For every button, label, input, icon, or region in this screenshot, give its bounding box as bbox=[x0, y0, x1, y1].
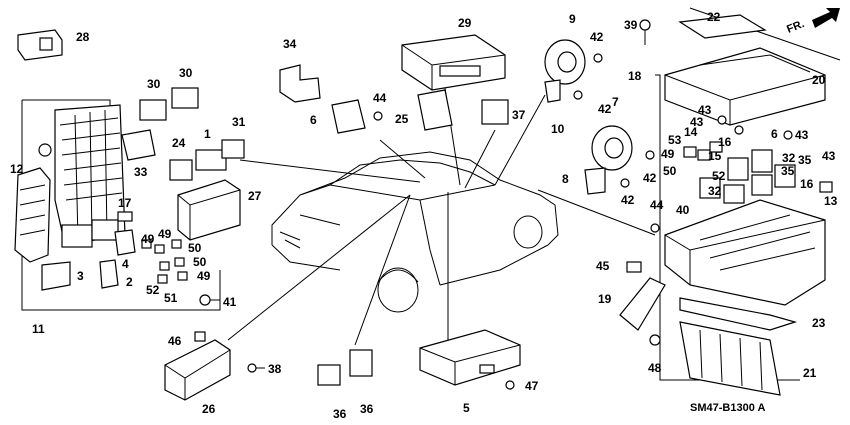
callout-31: 31 bbox=[232, 115, 246, 129]
callout-41: 41 bbox=[223, 295, 237, 309]
callout-45: 45 bbox=[596, 259, 610, 273]
callout-labels: 28 30 30 1 31 24 33 27 12 17 49 49 50 50… bbox=[10, 10, 838, 421]
callout-42d: 42 bbox=[621, 193, 635, 207]
callout-33: 33 bbox=[134, 165, 148, 179]
item-29-meter bbox=[401, 34, 506, 91]
callout-7: 7 bbox=[612, 95, 619, 109]
callout-44a: 44 bbox=[373, 91, 387, 105]
callout-22: 22 bbox=[707, 10, 721, 24]
callout-36a: 36 bbox=[333, 407, 347, 421]
callout-6a: 6 bbox=[310, 113, 317, 127]
callout-50a: 50 bbox=[188, 241, 202, 255]
item-34-bracket bbox=[279, 64, 321, 103]
callout-42b: 42 bbox=[598, 102, 612, 116]
callout-14: 14 bbox=[684, 125, 698, 139]
callout-38: 38 bbox=[268, 362, 282, 376]
callout-32a: 32 bbox=[782, 151, 796, 165]
callout-24: 24 bbox=[172, 136, 186, 150]
callout-2: 2 bbox=[126, 275, 133, 289]
callout-48: 48 bbox=[648, 361, 662, 375]
callout-19: 19 bbox=[598, 292, 612, 306]
item-37-relay bbox=[481, 99, 509, 125]
callout-4: 4 bbox=[122, 257, 129, 271]
item-6-25-units bbox=[331, 89, 453, 134]
item-5-control-unit bbox=[419, 329, 521, 390]
callout-52: 52 bbox=[146, 283, 160, 297]
item-24-1-31-relays bbox=[169, 139, 245, 181]
callout-9: 9 bbox=[569, 12, 576, 26]
item-26-cover bbox=[164, 331, 265, 401]
direction-label: FR. bbox=[785, 18, 806, 36]
callout-8: 8 bbox=[562, 172, 569, 186]
callout-49c: 49 bbox=[197, 269, 211, 283]
callout-10: 10 bbox=[551, 122, 565, 136]
callout-16b: 16 bbox=[800, 177, 814, 191]
callout-47: 47 bbox=[525, 379, 539, 393]
callout-26: 26 bbox=[202, 402, 216, 416]
item-27-control-unit bbox=[177, 179, 241, 241]
callout-49a: 49 bbox=[141, 232, 155, 246]
callout-29: 29 bbox=[458, 16, 472, 30]
diagram-code: SM47-B1300 A bbox=[690, 402, 765, 414]
callout-34: 34 bbox=[283, 37, 297, 51]
callout-30b: 30 bbox=[179, 66, 193, 80]
callout-32b: 32 bbox=[708, 184, 722, 198]
callout-53: 53 bbox=[668, 133, 682, 147]
callout-13: 13 bbox=[824, 194, 838, 208]
callout-52b: 52 bbox=[712, 169, 726, 183]
callout-43d: 43 bbox=[822, 149, 836, 163]
item-7-horn bbox=[584, 125, 655, 195]
callout-12: 12 bbox=[10, 162, 24, 176]
callout-16: 16 bbox=[718, 135, 732, 149]
callout-18: 18 bbox=[628, 69, 642, 83]
callout-11: 11 bbox=[32, 322, 45, 336]
callout-44b: 44 bbox=[650, 198, 664, 212]
callout-43a: 43 bbox=[698, 103, 712, 117]
item-36-relays bbox=[317, 349, 373, 386]
callout-51: 51 bbox=[164, 291, 178, 305]
callout-27: 27 bbox=[248, 189, 262, 203]
callout-37: 37 bbox=[512, 108, 526, 122]
callout-36b: 36 bbox=[360, 402, 374, 416]
callout-20: 20 bbox=[812, 73, 826, 87]
callout-42c: 42 bbox=[643, 171, 657, 185]
car-outline bbox=[271, 151, 559, 313]
callout-1: 1 bbox=[204, 127, 211, 141]
callout-17: 17 bbox=[118, 196, 132, 210]
item-39-bolt bbox=[639, 19, 651, 45]
callout-35b: 35 bbox=[781, 164, 795, 178]
callout-21: 21 bbox=[803, 366, 817, 380]
callout-50c: 50 bbox=[663, 164, 677, 178]
callout-40: 40 bbox=[676, 203, 690, 217]
main-fuse-box-group bbox=[619, 7, 841, 396]
callout-46: 46 bbox=[168, 334, 182, 348]
callout-28: 28 bbox=[76, 30, 90, 44]
callout-42a: 42 bbox=[590, 30, 604, 44]
callout-25: 25 bbox=[395, 112, 409, 126]
item-33-relay bbox=[121, 129, 156, 161]
callout-39: 39 bbox=[624, 18, 638, 32]
callout-15: 15 bbox=[708, 149, 722, 163]
callout-43b: 43 bbox=[690, 115, 704, 129]
callout-35a: 35 bbox=[798, 153, 812, 167]
front-direction-arrow bbox=[812, 8, 840, 28]
item-28-relay bbox=[17, 29, 63, 61]
callout-5: 5 bbox=[463, 401, 470, 415]
callout-50b: 50 bbox=[193, 255, 207, 269]
item-30-relays bbox=[139, 87, 199, 121]
callout-23: 23 bbox=[812, 316, 826, 330]
callout-30a: 30 bbox=[147, 77, 161, 91]
callout-49b: 49 bbox=[158, 227, 172, 241]
item-9-horn bbox=[544, 39, 603, 103]
callout-3: 3 bbox=[77, 269, 84, 283]
under-dash-fuse-box-group bbox=[14, 99, 221, 311]
callout-6b: 6 bbox=[771, 127, 778, 141]
callout-43c: 43 bbox=[795, 128, 809, 142]
callout-49d: 49 bbox=[661, 147, 675, 161]
